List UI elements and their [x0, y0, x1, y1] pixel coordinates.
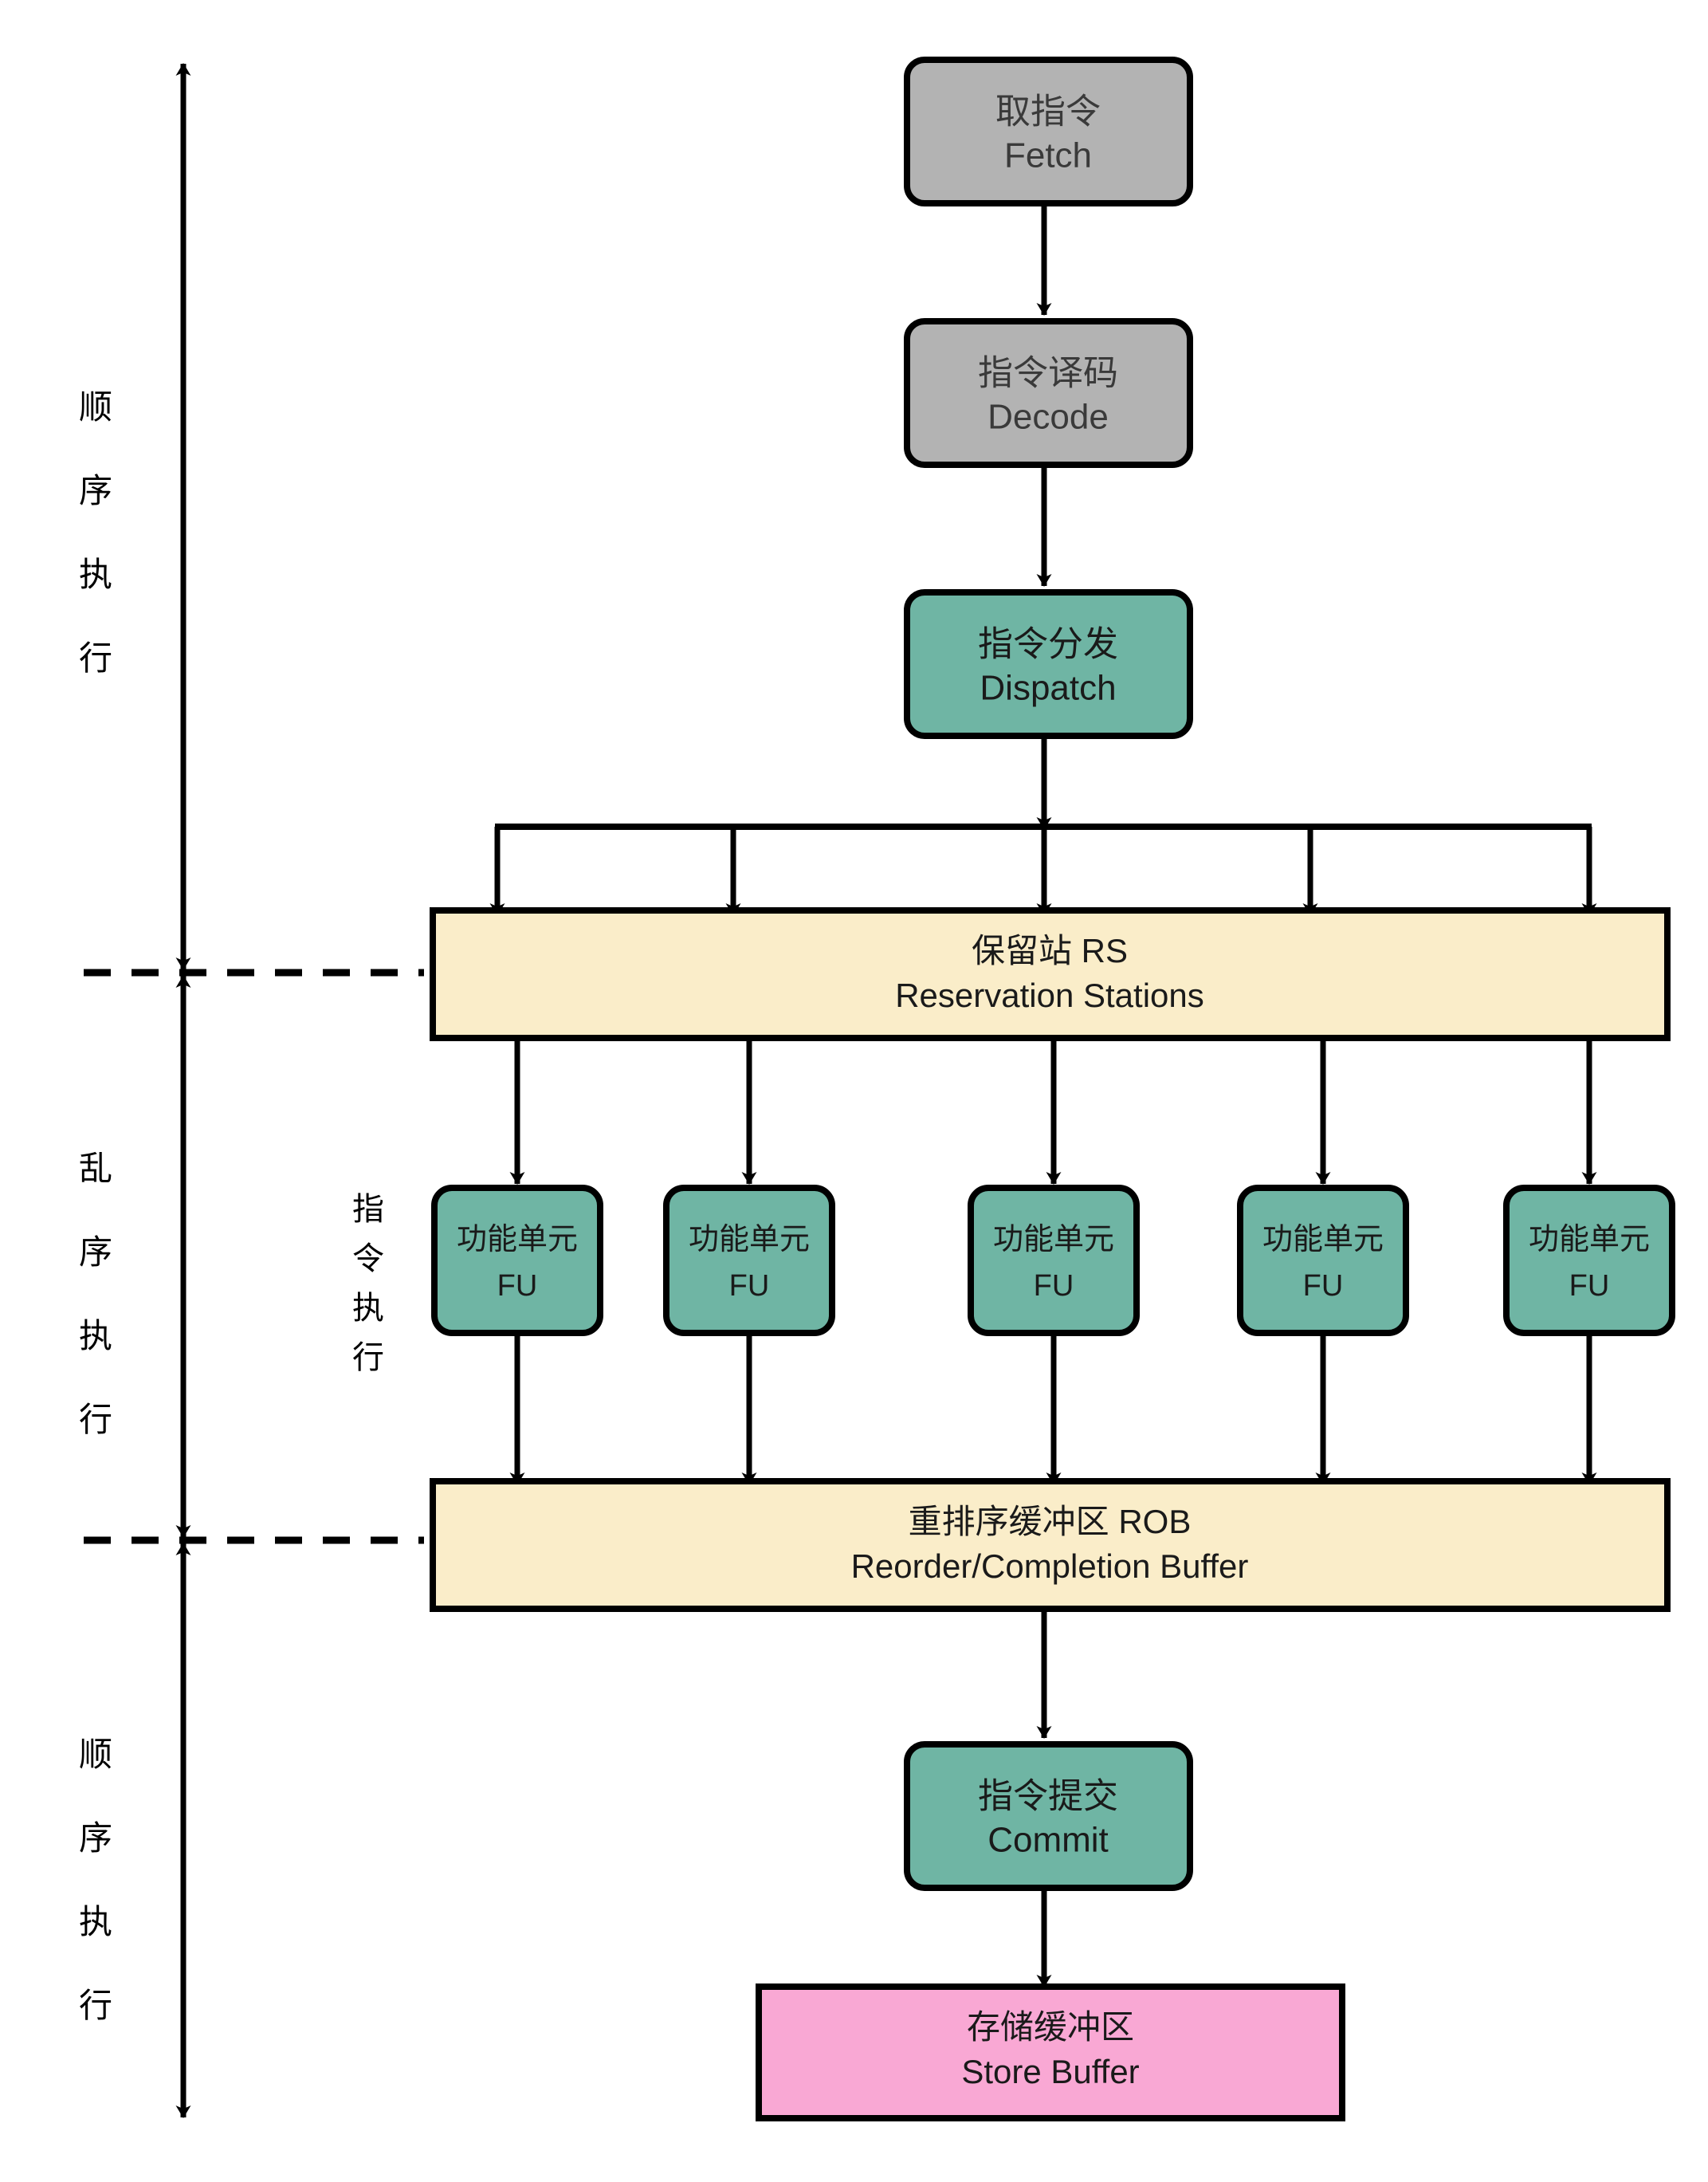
functional-unit-row: 功能单元 FU 功能单元 FU 功能单元 FU 功能单元 FU 功能单元 — [431, 1185, 1675, 1336]
phase-label-bot-char-3: 行 — [79, 1987, 112, 2024]
phase-label-mid-char-0: 乱 — [79, 1150, 112, 1187]
stage-store-buffer[interactable]: 存储缓冲区 Store Buffer — [756, 1983, 1345, 2121]
fu-box-1[interactable] — [431, 1185, 603, 1336]
fetch-label-cn: 取指令 — [995, 92, 1101, 132]
stage-fetch[interactable]: 取指令 Fetch — [904, 57, 1193, 206]
phase-label-top-char-0: 顺 — [79, 388, 112, 426]
phase-label-mid-char-3: 行 — [79, 1401, 112, 1438]
exec-label-char-0: 指 — [352, 1192, 384, 1227]
stage-dispatch[interactable]: 指令分发 Dispatch — [904, 589, 1193, 739]
fu-label-cn-3: 功能单元 — [993, 1223, 1114, 1256]
reservation-stations-box[interactable] — [430, 907, 1671, 1041]
functional-unit-2[interactable]: 功能单元 FU — [663, 1185, 835, 1336]
stage-reorder-buffer[interactable]: 重排序缓冲区 ROB Reorder/Completion Buffer — [430, 1478, 1671, 1612]
fu-box-2[interactable] — [663, 1185, 835, 1336]
fu-label-en-1: FU — [497, 1269, 538, 1303]
store-buffer-label-cn: 存储缓冲区 — [967, 2008, 1134, 2046]
decode-label-cn: 指令译码 — [978, 354, 1118, 393]
stage-reservation-stations[interactable]: 保留站 RS Reservation Stations — [430, 907, 1671, 1041]
phase-label-bot-char-0: 顺 — [79, 1736, 112, 1773]
functional-unit-5[interactable]: 功能单元 FU — [1503, 1185, 1675, 1336]
phase-label-inorder-top: 顺 序 执 行 — [79, 388, 112, 677]
reorder-buffer-box[interactable] — [430, 1478, 1671, 1612]
phase-label-bot-char-2: 执 — [79, 1903, 112, 1940]
decode-label-en: Decode — [987, 398, 1109, 437]
fu-label-en-5: FU — [1569, 1269, 1610, 1303]
phase-label-mid-char-1: 序 — [79, 1233, 112, 1271]
fetch-label-en: Fetch — [1004, 136, 1092, 175]
fu-label-en-4: FU — [1303, 1269, 1344, 1303]
commit-label-en: Commit — [987, 1821, 1109, 1860]
dispatch-label-cn: 指令分发 — [978, 625, 1118, 664]
functional-unit-3[interactable]: 功能单元 FU — [968, 1185, 1140, 1336]
fu-label-cn-4: 功能单元 — [1262, 1223, 1384, 1256]
fu-label-en-2: FU — [729, 1269, 770, 1303]
fu-label-cn-2: 功能单元 — [689, 1223, 810, 1256]
fu-label-cn-5: 功能单元 — [1529, 1223, 1650, 1256]
fu-box-3[interactable] — [968, 1185, 1140, 1336]
fu-label-cn-1: 功能单元 — [457, 1223, 578, 1256]
rs-label-cn: 保留站 RS — [972, 932, 1128, 969]
phase-label-top-char-3: 行 — [79, 639, 112, 677]
exec-label-char-1: 令 — [352, 1241, 384, 1276]
dispatch-label-en: Dispatch — [980, 669, 1116, 708]
functional-unit-1[interactable]: 功能单元 FU — [431, 1185, 603, 1336]
phase-label-mid-char-2: 执 — [79, 1317, 112, 1354]
functional-unit-4[interactable]: 功能单元 FU — [1237, 1185, 1409, 1336]
fu-box-5[interactable] — [1503, 1185, 1675, 1336]
rs-label-en: Reservation Stations — [895, 977, 1204, 1014]
phase-label-bot-char-1: 序 — [79, 1819, 112, 1857]
exec-label-char-3: 行 — [352, 1340, 384, 1375]
rob-label-cn: 重排序缓冲区 ROB — [909, 1503, 1192, 1540]
phase-label-top-char-2: 执 — [79, 556, 112, 593]
commit-box[interactable] — [904, 1741, 1193, 1891]
commit-label-cn: 指令提交 — [978, 1777, 1118, 1816]
fetch-box[interactable] — [904, 57, 1193, 206]
stage-commit[interactable]: 指令提交 Commit — [904, 1741, 1193, 1891]
decode-box[interactable] — [904, 318, 1193, 468]
store-buffer-label-en: Store Buffer — [961, 2053, 1139, 2090]
phase-label-top-char-1: 序 — [79, 472, 112, 509]
exec-label-char-2: 执 — [352, 1291, 384, 1326]
store-buffer-box[interactable] — [756, 1983, 1345, 2121]
phase-label-out-of-order: 乱 序 执 行 — [79, 1150, 112, 1438]
stage-decode[interactable]: 指令译码 Decode — [904, 318, 1193, 468]
label-instruction-execute: 指 令 执 行 — [352, 1192, 384, 1375]
phase-label-inorder-bottom: 顺 序 执 行 — [79, 1736, 112, 2024]
rob-label-en: Reorder/Completion Buffer — [851, 1547, 1249, 1585]
dispatch-box[interactable] — [904, 589, 1193, 739]
fu-box-4[interactable] — [1237, 1185, 1409, 1336]
flow-connectors — [489, 203, 1597, 1987]
fu-label-en-3: FU — [1034, 1269, 1074, 1303]
